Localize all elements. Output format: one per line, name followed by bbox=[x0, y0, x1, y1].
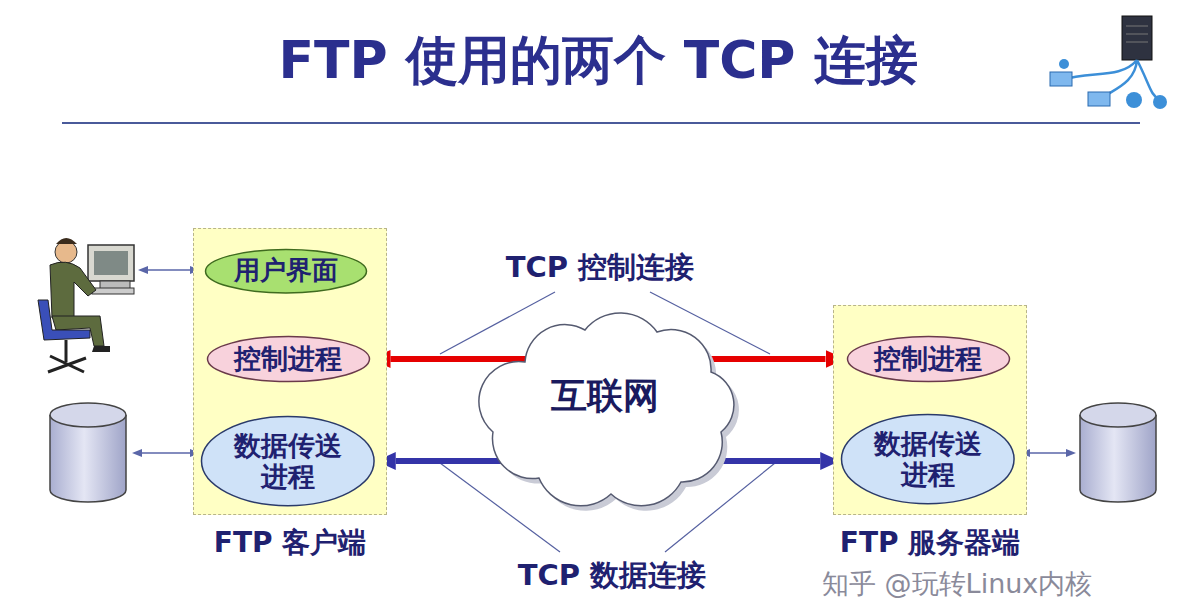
internet-cloud: 互联网 bbox=[465, 292, 745, 512]
storage-link bbox=[1030, 452, 1066, 454]
control-process: 控制进程 bbox=[846, 335, 1011, 383]
client-panel: 用户界面控制进程数据传送进程FTP 客户端 bbox=[193, 228, 387, 515]
control-process: 控制进程 bbox=[206, 335, 371, 383]
node-label: 控制进程 bbox=[874, 343, 982, 374]
connection-label: TCP 数据连接 bbox=[514, 556, 710, 596]
node-label: 数据传送进程 bbox=[229, 430, 347, 492]
right-database bbox=[1080, 403, 1156, 502]
left-database bbox=[50, 403, 126, 502]
ellipse bbox=[842, 414, 1015, 503]
user-link bbox=[148, 269, 190, 271]
node-label: 互联网 bbox=[551, 375, 659, 416]
server-panel: 控制进程数据传送进程FTP 服务器端 bbox=[833, 305, 1027, 515]
title: FTP 使用的两个 TCP 连接 bbox=[0, 26, 1196, 96]
network-icon bbox=[1050, 16, 1167, 109]
leader-line bbox=[440, 292, 775, 552]
node-label: 用户界面 bbox=[234, 256, 338, 286]
ui-process: 用户界面 bbox=[204, 248, 368, 294]
panel-heading: FTP 服务器端 bbox=[840, 524, 1021, 562]
title-rule bbox=[62, 122, 1140, 124]
watermark: 知乎 @玩转Linux内核 bbox=[822, 566, 1092, 602]
ellipse bbox=[206, 249, 367, 292]
connection-label: TCP 控制连接 bbox=[502, 248, 698, 288]
storage-link bbox=[142, 452, 190, 454]
cloud bbox=[479, 313, 734, 506]
ellipse bbox=[847, 336, 1009, 381]
user-at-computer bbox=[38, 238, 134, 372]
ellipse bbox=[207, 336, 369, 381]
panel-heading: FTP 客户端 bbox=[214, 524, 367, 562]
data-process: 数据传送进程 bbox=[840, 413, 1016, 505]
node-label: 数据传送进程 bbox=[869, 428, 987, 490]
ellipse bbox=[202, 416, 375, 505]
node-label: 控制进程 bbox=[234, 343, 342, 374]
data-process: 数据传送进程 bbox=[200, 415, 376, 507]
